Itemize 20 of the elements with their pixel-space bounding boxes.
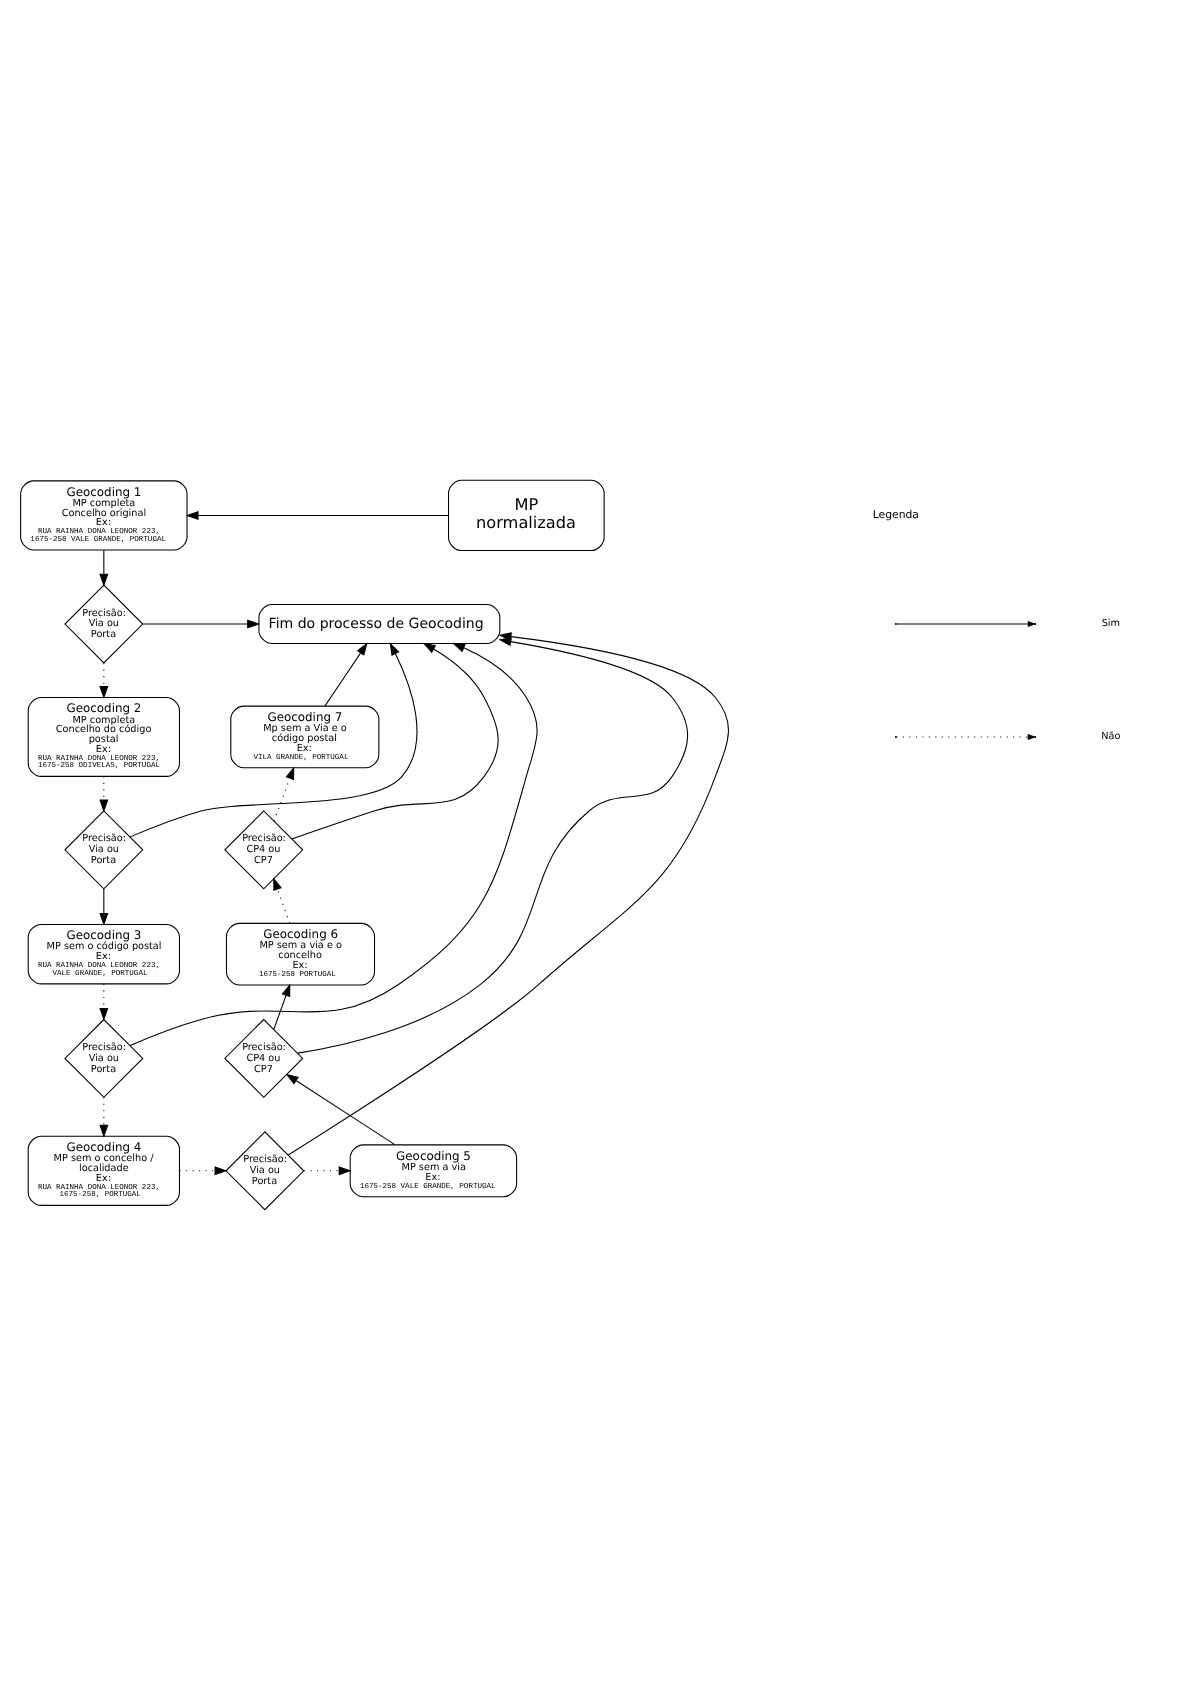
arrow bbox=[142, 619, 261, 629]
arrow bbox=[273, 877, 291, 924]
arrow bbox=[287, 632, 729, 1156]
arrow bbox=[99, 1096, 109, 1138]
arrow bbox=[291, 642, 499, 840]
arrow bbox=[303, 1166, 352, 1176]
arrow bbox=[324, 642, 368, 707]
arrow bbox=[179, 1166, 228, 1176]
arrow bbox=[99, 775, 109, 813]
node-box: MP normalizada bbox=[448, 479, 605, 552]
arrow bbox=[129, 642, 538, 1046]
arrow bbox=[185, 510, 450, 520]
arrow bbox=[129, 642, 418, 838]
arrow bbox=[99, 983, 109, 1021]
arrow bbox=[273, 983, 291, 1030]
arrow bbox=[99, 662, 109, 699]
arrow bbox=[285, 1073, 396, 1146]
arrow bbox=[99, 549, 109, 587]
arrow bbox=[99, 888, 109, 926]
arrow bbox=[273, 766, 295, 822]
